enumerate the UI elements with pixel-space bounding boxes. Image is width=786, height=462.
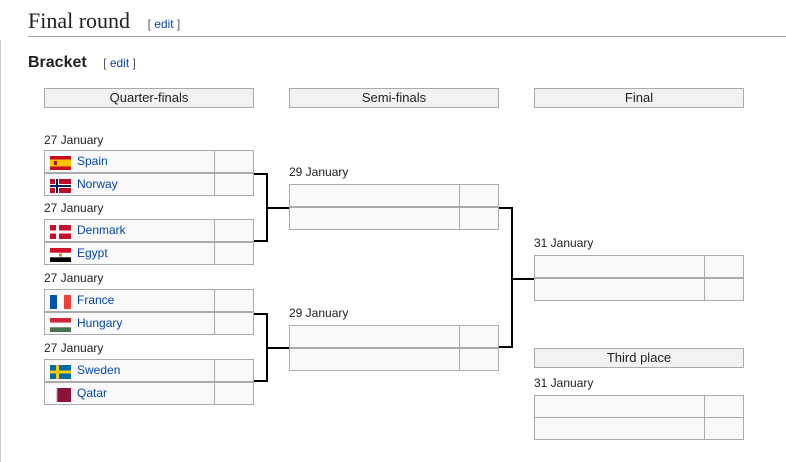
third-place-slot (534, 395, 705, 418)
team-row-sweden: Sweden (44, 359, 215, 382)
section-title: Final round (28, 8, 131, 33)
bracket-connector (254, 240, 267, 242)
score-cell (214, 173, 254, 196)
content-left-border (0, 40, 1, 462)
round-header-final: Final (534, 88, 744, 108)
score-cell (214, 242, 254, 265)
team-link-france[interactable]: France (77, 293, 115, 307)
score-cell (214, 219, 254, 242)
team-link-egypt[interactable]: Egypt (77, 246, 108, 260)
bracket-connector (254, 173, 267, 175)
final-slot (534, 278, 705, 301)
subsection-edit: [ edit ] (103, 56, 136, 70)
score-cell (704, 395, 744, 418)
bracket-connector (266, 347, 289, 349)
score-cell (214, 359, 254, 382)
subsection-title: Bracket (28, 54, 87, 71)
score-cell (214, 312, 254, 335)
final-slot (534, 255, 705, 278)
hungary-flag-icon (50, 318, 71, 332)
score-cell (704, 255, 744, 278)
round-header-quarter-finals: Quarter-finals (44, 88, 254, 108)
match-date: 29 January (289, 306, 349, 320)
match-date: 27 January (44, 341, 104, 355)
spain-flag-icon (50, 156, 71, 170)
section-heading: Final round [ edit ] (28, 6, 180, 39)
subsection-heading: Bracket [ edit ] (28, 52, 136, 74)
team-link-qatar[interactable]: Qatar (77, 386, 108, 400)
bracket-connector (511, 207, 513, 348)
match-date: 27 January (44, 201, 104, 215)
team-link-denmark[interactable]: Denmark (77, 223, 126, 237)
match-date: 31 January (534, 376, 594, 390)
third-place-slot (534, 417, 705, 440)
denmark-flag-icon (50, 225, 71, 239)
score-cell (459, 325, 499, 348)
heading-rule (28, 36, 786, 37)
norway-flag-icon (50, 179, 71, 193)
sweden-flag-icon (50, 365, 71, 379)
semi-final-slot (289, 207, 460, 230)
team-row-qatar: Qatar (44, 382, 215, 405)
team-row-spain: Spain (44, 150, 215, 173)
match-date: 29 January (289, 165, 349, 179)
section-edit: [ edit ] (147, 17, 181, 31)
score-cell (704, 417, 744, 440)
bracket-connector (266, 207, 289, 209)
bracket-connector (254, 313, 267, 315)
team-row-egypt: Egypt (44, 242, 215, 265)
bracket-connector (499, 346, 512, 348)
team-row-france: France (44, 289, 215, 312)
team-row-hungary: Hungary (44, 312, 215, 335)
bracket-connector (511, 278, 534, 280)
score-cell (214, 382, 254, 405)
round-header-third-place: Third place (534, 348, 744, 368)
score-cell (459, 207, 499, 230)
score-cell (214, 150, 254, 173)
semi-final-slot (289, 348, 460, 371)
match-date: 27 January (44, 133, 104, 147)
semi-final-slot (289, 325, 460, 348)
subsection-edit-link[interactable]: edit (109, 56, 130, 70)
france-flag-icon (50, 295, 71, 309)
match-date: 31 January (534, 236, 594, 250)
score-cell (214, 289, 254, 312)
qatar-flag-icon (50, 388, 71, 402)
match-date: 27 January (44, 271, 104, 285)
section-edit-link[interactable]: edit (154, 17, 174, 31)
score-cell (459, 348, 499, 371)
team-link-spain[interactable]: Spain (77, 154, 108, 168)
team-row-norway: Norway (44, 173, 215, 196)
score-cell (704, 278, 744, 301)
score-cell (459, 184, 499, 207)
bracket-connector (499, 207, 512, 209)
semi-final-slot (289, 184, 460, 207)
round-header-semi-finals: Semi-finals (289, 88, 499, 108)
bracket-connector (254, 380, 267, 382)
team-link-sweden[interactable]: Sweden (77, 363, 121, 377)
team-row-denmark: Denmark (44, 219, 215, 242)
team-link-hungary[interactable]: Hungary (77, 316, 123, 330)
team-link-norway[interactable]: Norway (77, 177, 118, 191)
egypt-flag-icon (50, 248, 71, 262)
